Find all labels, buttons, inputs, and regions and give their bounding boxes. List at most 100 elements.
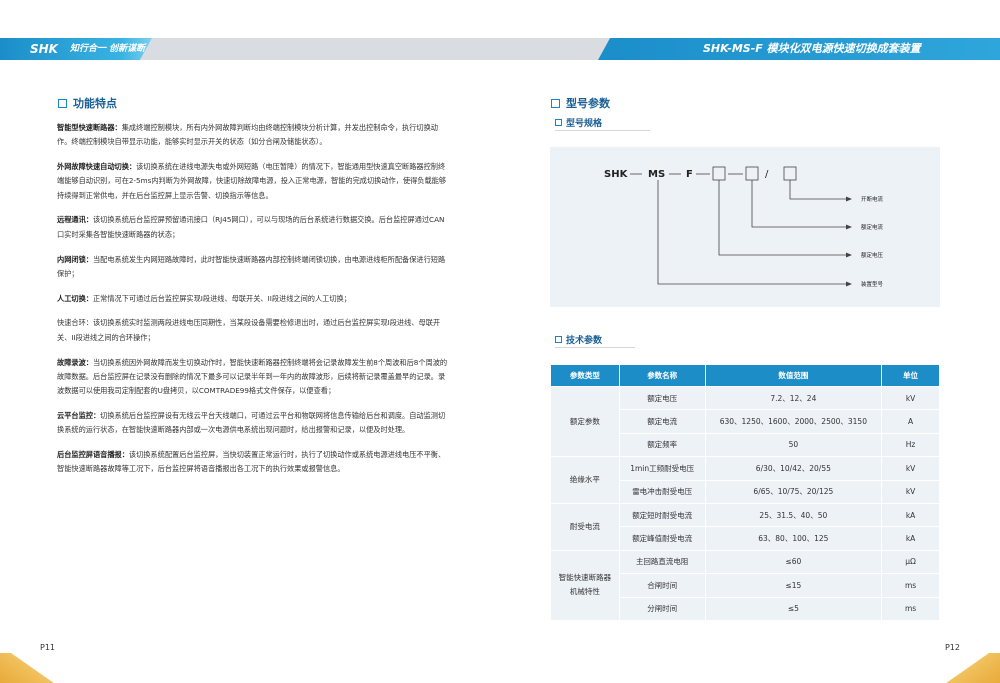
param-name: 额定频率 bbox=[618, 432, 706, 458]
code-box-3 bbox=[783, 166, 797, 181]
feature-heading: 内网闭锁： bbox=[57, 254, 93, 264]
param-name: 额定电压 bbox=[618, 385, 706, 411]
param-value: 630、1250、1600、2000、2500、3150 bbox=[704, 409, 883, 434]
param-name: 合闸时间 bbox=[618, 573, 706, 598]
param-value: ≤60 bbox=[704, 549, 883, 575]
feature-text: 切换系统后台监控屏设有无线云平台天线端口，可通过云平台和物联网将信息传输给后台和… bbox=[57, 410, 446, 435]
feature-text: 当切换系统因外网故障而发生切换动作时，智能快速断路器控制终端将会记录故障发生前8… bbox=[57, 357, 448, 396]
param-value: 63、80、100、125 bbox=[704, 526, 883, 551]
header-unit: 单位 bbox=[881, 364, 940, 387]
square-icon bbox=[58, 98, 67, 108]
param-value: 6/65、10/75、20/125 bbox=[704, 479, 883, 504]
divider bbox=[555, 347, 635, 348]
param-name: 额定电流 bbox=[618, 409, 706, 434]
tech-params-subtitle-text: 技术参数 bbox=[566, 336, 603, 346]
param-unit: ms bbox=[881, 573, 940, 598]
param-unit: kA bbox=[881, 526, 940, 551]
param-unit: kA bbox=[881, 502, 940, 528]
code-box-1 bbox=[712, 166, 726, 181]
feature-paragraph: 智能型快速断路器：集成终端控制模块，所有内外网故障判断均由终端控制模块分析计算，… bbox=[57, 121, 450, 150]
table-header-row: 参数类型 参数名称 数值范围 单位 bbox=[550, 364, 940, 387]
feature-paragraph: 快速合环：该切换系统实时监测两段进线电压同期性，当某段设备需要检修退出时，通过后… bbox=[57, 316, 450, 345]
brand-banner: SHK 知行合一 创新谋断 bbox=[0, 38, 152, 60]
param-value: ≤15 bbox=[704, 573, 883, 598]
feature-text: 该切换系统配置后台监控屏，当快切装置正常运行时，执行了切换动作或系统电源进线电压… bbox=[57, 450, 446, 474]
page-number-right: P12 bbox=[944, 643, 960, 652]
corner-decoration-right bbox=[910, 653, 1000, 683]
feature-text: 正常情况下可通过后台监控屏实现I段进线、母联开关、II段进线之间的人工切换； bbox=[92, 293, 351, 303]
feature-paragraph: 云平台监控：切换系统后台监控屏设有无线云平台天线端口，可通过云平台和物联网将信息… bbox=[57, 409, 450, 438]
param-name: 额定峰值耐受电流 bbox=[618, 526, 706, 551]
divider bbox=[555, 130, 650, 131]
brand-slogan: 知行合一 创新谋断 bbox=[70, 44, 146, 54]
square-icon bbox=[555, 336, 562, 343]
feature-text: 该切换系统在进线电源失电或外网短路（电压暂降）的情况下，智能通用型快速真空断路器… bbox=[57, 162, 447, 200]
square-icon bbox=[551, 98, 560, 108]
param-unit: kV bbox=[881, 385, 940, 411]
feature-paragraph: 外网故障快速自动切换：该切换系统在进线电源失电或外网短路（电压暂降）的情况下，智… bbox=[57, 160, 450, 203]
feature-heading: 智能型快速断路器： bbox=[57, 123, 122, 132]
feature-paragraph: 内网闭锁：当配电系统发生内网短路故障时，此时智能快速断路器内部控制终端闭锁切换，… bbox=[57, 253, 450, 282]
features-body: 智能型快速断路器：集成终端控制模块，所有内外网故障判断均由终端控制模块分析计算，… bbox=[57, 121, 450, 487]
model-spec-subtitle: 型号规格 bbox=[555, 116, 602, 129]
product-title: SHK-MS-F 模块化双电源快速切换成套装置 bbox=[703, 42, 921, 55]
param-unit: ms bbox=[881, 596, 940, 621]
header-value-range: 数值范围 bbox=[704, 364, 883, 387]
param-value: 6/30、10/42、20/55 bbox=[704, 456, 883, 481]
param-unit: kV bbox=[881, 456, 940, 481]
label-breaking-current: 开断电流 bbox=[861, 195, 884, 203]
param-name: 额定短时耐受电流 bbox=[618, 502, 706, 528]
param-category: 耐受电流 bbox=[550, 502, 620, 551]
tech-params-subtitle: 技术参数 bbox=[555, 333, 602, 346]
feature-text: 集成终端控制模块，所有内外网故障判断均由终端控制模块分析计算，并发出控制命令，执… bbox=[57, 123, 438, 147]
param-value: 7.2、12、24 bbox=[704, 385, 883, 411]
param-name: 1min工频耐受电压 bbox=[618, 456, 706, 481]
model-code-diagram: SHK MS F / 开断电流 bbox=[604, 166, 884, 288]
feature-heading: 远程通讯： bbox=[57, 215, 93, 225]
feature-heading: 人工切换： bbox=[57, 293, 93, 303]
model-params-title-text: 型号参数 bbox=[566, 97, 610, 110]
square-icon bbox=[555, 119, 562, 126]
param-value: 25、31.5、40、50 bbox=[704, 502, 883, 528]
feature-paragraph: 后台监控屏语音播报：该切换系统配置后台监控屏，当快切装置正常运行时，执行了切换动… bbox=[57, 448, 450, 477]
param-category: 额定参数 bbox=[550, 385, 620, 458]
model-params-title: 型号参数 bbox=[551, 95, 610, 111]
param-name: 分闸时间 bbox=[618, 596, 706, 621]
model-spec-diagram: SHK MS F / 开断电流 bbox=[550, 147, 940, 307]
param-category: 智能快速断路器 机械特性 bbox=[550, 549, 620, 621]
param-category: 绝缘水平 bbox=[550, 456, 620, 504]
corner-decoration-left bbox=[0, 653, 90, 683]
model-spec-subtitle-text: 型号规格 bbox=[566, 119, 603, 129]
feature-text: 该切换系统后台监控屏预留通讯接口（RJ45网口），可以与现场的后台系统进行数据交… bbox=[57, 215, 445, 239]
brand-logo: SHK bbox=[30, 42, 58, 56]
feature-heading: 外网故障快速自动切换： bbox=[57, 162, 137, 172]
feature-text: 快速合环：该切换系统实时监测两段进线电压同期性，当某段设备需要检修退出时，通过后… bbox=[57, 318, 441, 342]
feature-heading: 故障录波： bbox=[57, 357, 93, 367]
code-slash: / bbox=[765, 169, 769, 180]
feature-paragraph: 人工切换：正常情况下可通过后台监控屏实现I段进线、母联开关、II段进线之间的人工… bbox=[57, 292, 450, 306]
product-banner: SHK-MS-F 模块化双电源快速切换成套装置 bbox=[598, 38, 1000, 60]
feature-heading: 云平台监控： bbox=[57, 410, 101, 420]
code-part-ms: MS bbox=[648, 169, 665, 180]
features-title-text: 功能特点 bbox=[73, 97, 117, 110]
param-value: ≤5 bbox=[704, 596, 883, 621]
header-param-name: 参数名称 bbox=[618, 364, 706, 387]
param-name: 主回路直流电阻 bbox=[618, 549, 706, 575]
param-unit: A bbox=[881, 409, 940, 434]
feature-heading: 后台监控屏语音播报： bbox=[57, 450, 129, 460]
feature-paragraph: 远程通讯：该切换系统后台监控屏预留通讯接口（RJ45网口），可以与现场的后台系统… bbox=[57, 213, 450, 242]
param-unit: kV bbox=[881, 479, 940, 504]
feature-text: 当配电系统发生内网短路故障时，此时智能快速断路器内部控制终端闭锁切换，由电源进线… bbox=[57, 254, 446, 278]
features-title: 功能特点 bbox=[58, 95, 117, 111]
